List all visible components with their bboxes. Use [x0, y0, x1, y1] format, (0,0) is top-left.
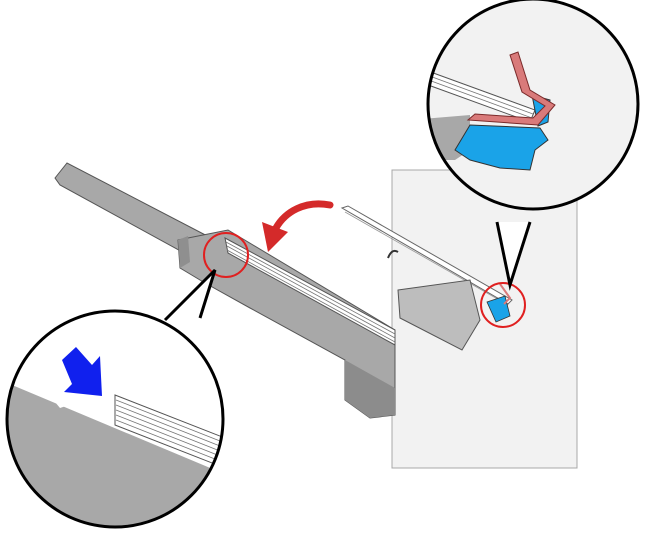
callout-circle-guide [480, 282, 526, 328]
zoom-view-paper-edge [5, 309, 225, 529]
push-arrow-icon [62, 347, 102, 396]
callout-leader-bottom [163, 268, 217, 322]
paper-guide-small [486, 283, 512, 323]
tray-plate [387, 249, 481, 351]
inserted-paper [340, 205, 513, 306]
paper-stack [224, 237, 396, 346]
curved-arrow-icon [262, 200, 334, 252]
callout-circle-paper-edge [203, 232, 249, 278]
callout-leader-top [495, 221, 532, 291]
zoom-view-guide [426, 0, 640, 211]
